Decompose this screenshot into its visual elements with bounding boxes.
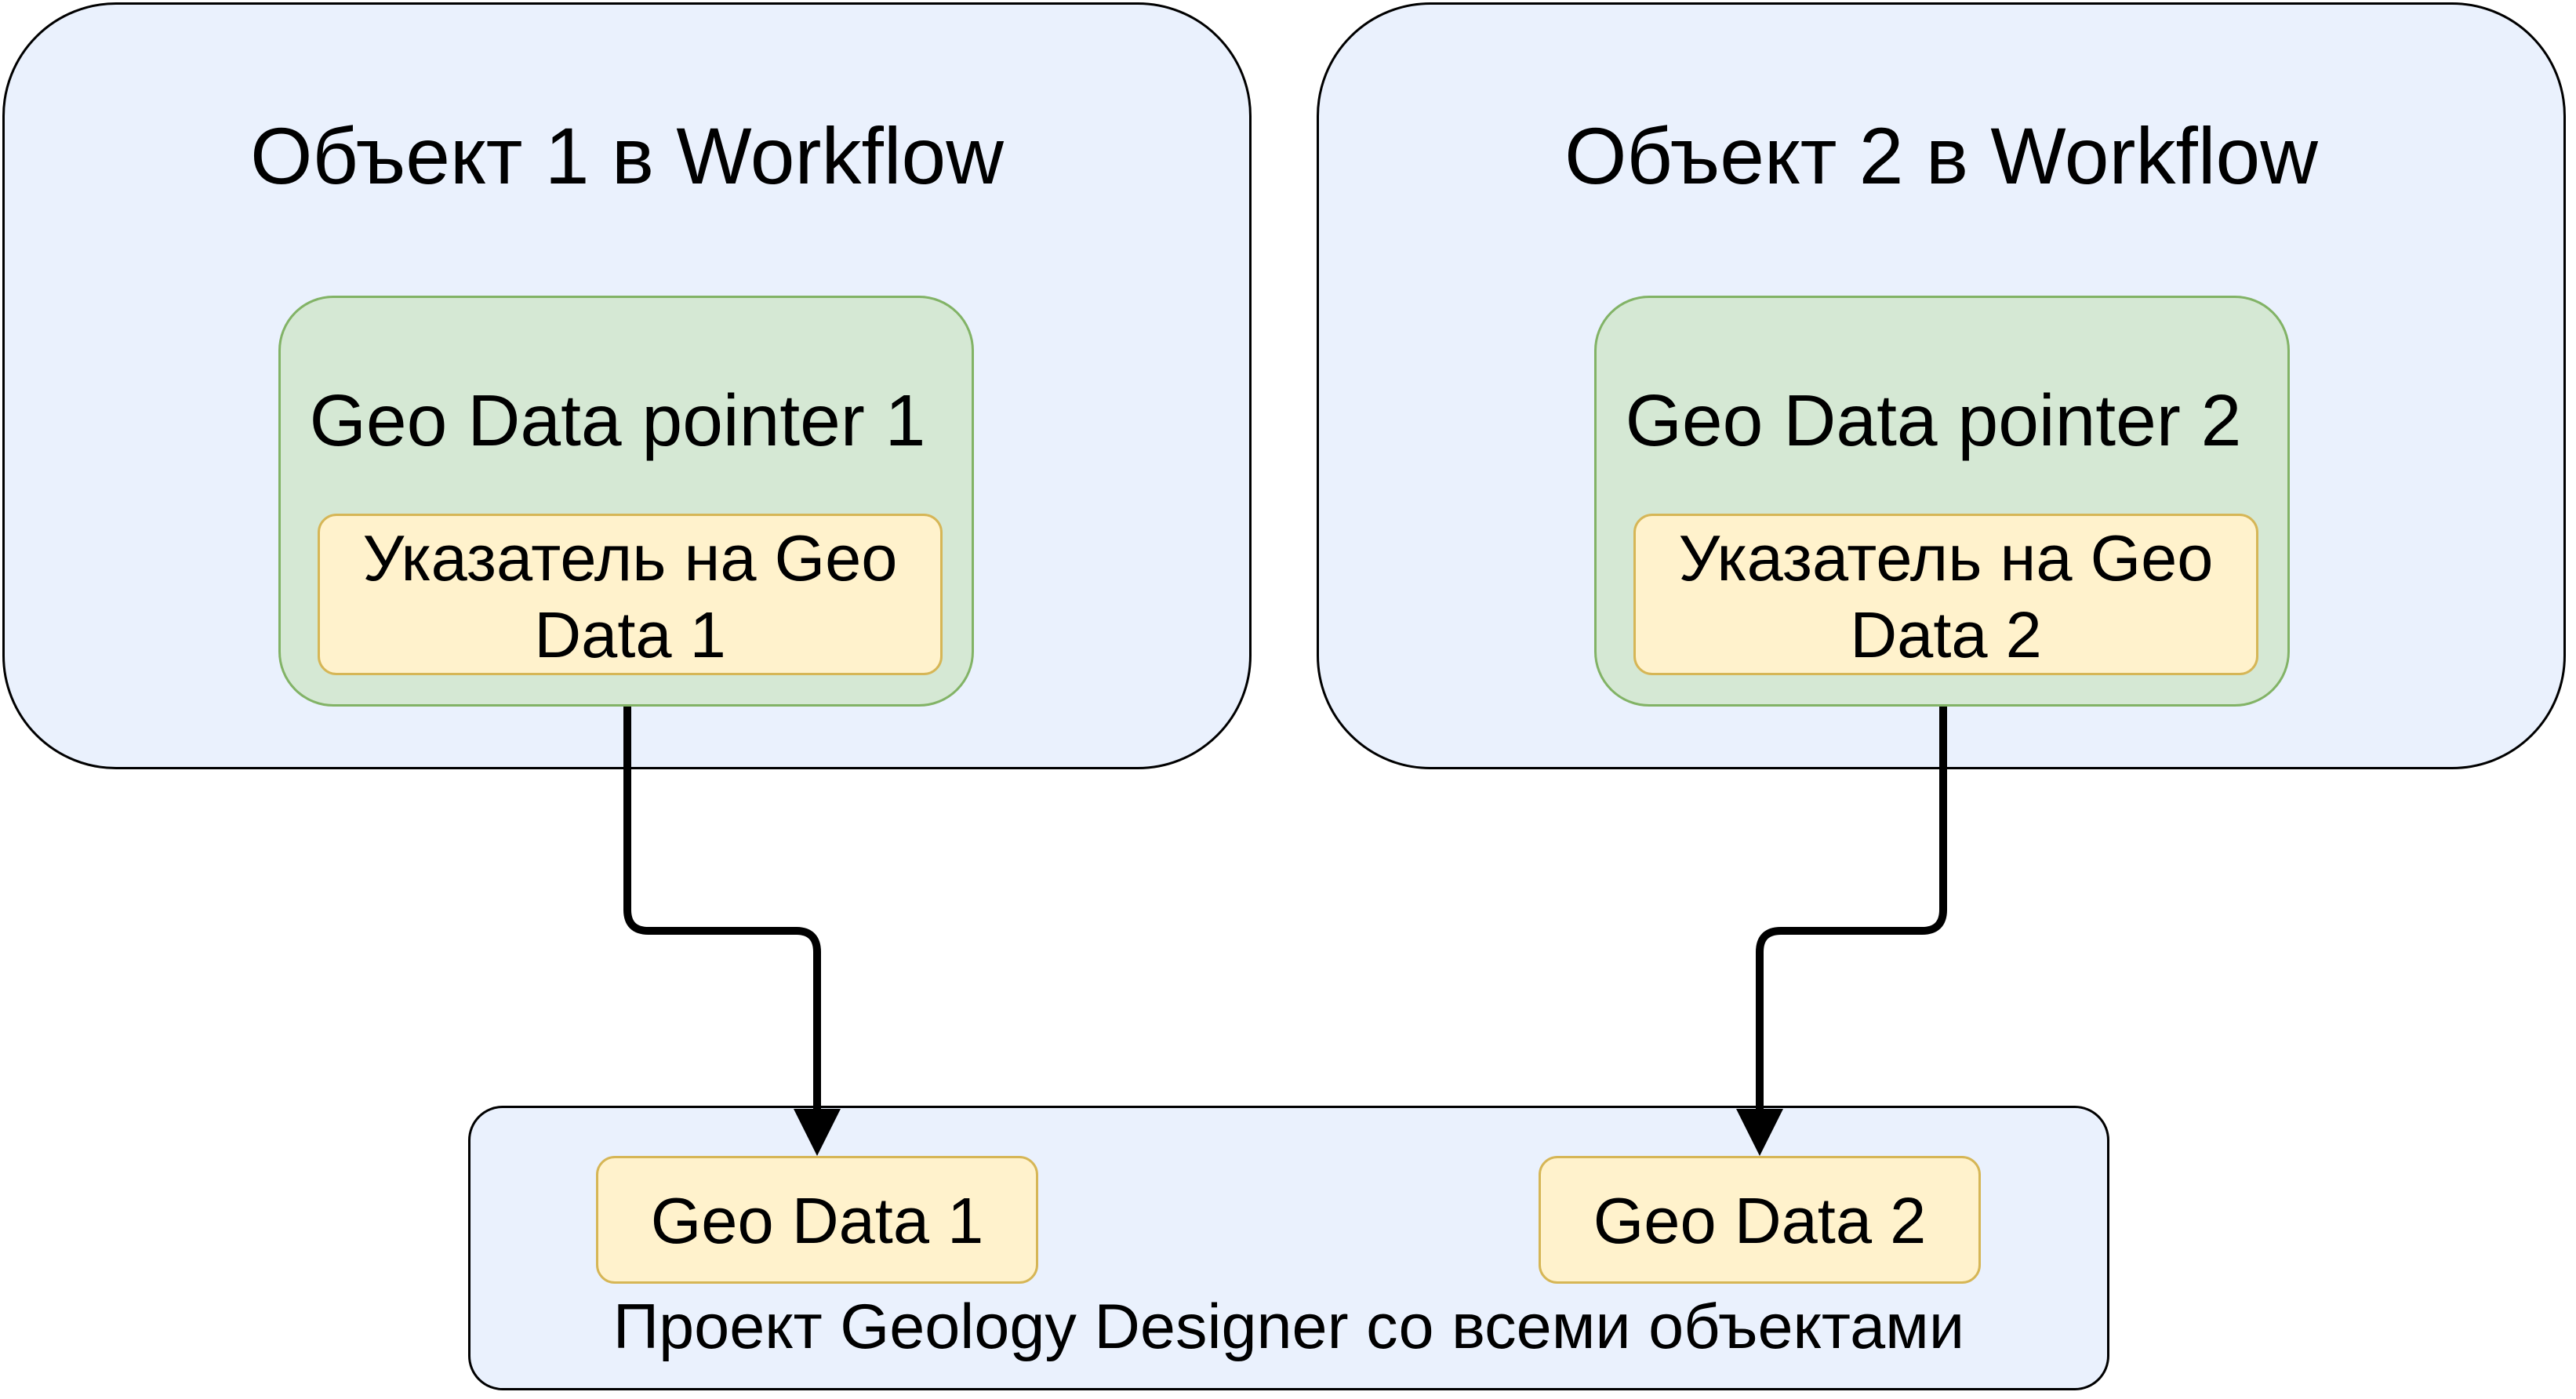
- connector-pointer-1-to-geo-data-1: [623, 707, 821, 1114]
- geo-data-pointer-2-label: Geo Data pointer 2: [1625, 380, 2242, 461]
- geo-data-pointer-1-reference: [318, 514, 943, 675]
- geo-data-pointer-2-reference: [1633, 514, 2258, 675]
- arrowhead-1: [794, 1109, 841, 1156]
- geo-data-pointer-2-reference-text: Указатель на Geo Data 2: [1678, 521, 2214, 671]
- geo-data-pointer-1-label: Geo Data pointer 1: [309, 380, 926, 461]
- geo-data-2-item: [1539, 1156, 1981, 1284]
- arrowhead-2: [1736, 1109, 1783, 1156]
- geo-data-2-label: Geo Data 2: [1593, 1184, 1927, 1257]
- geo-data-pointer-1-reference-text: Указатель на Geo Data 1: [362, 521, 898, 671]
- geo-data-1-label: Geo Data 1: [650, 1184, 984, 1257]
- workflow-object-1-title: Объект 1 в Workflow: [250, 111, 1004, 201]
- workflow-object-2-title: Объект 2 в Workflow: [1564, 111, 2318, 201]
- geo-data-1-item: [596, 1156, 1038, 1284]
- project-label: Проект Geology Designer со всеми объекта…: [612, 1292, 1965, 1362]
- connector-pointer-2-to-geo-data-2: [1756, 707, 1947, 1114]
